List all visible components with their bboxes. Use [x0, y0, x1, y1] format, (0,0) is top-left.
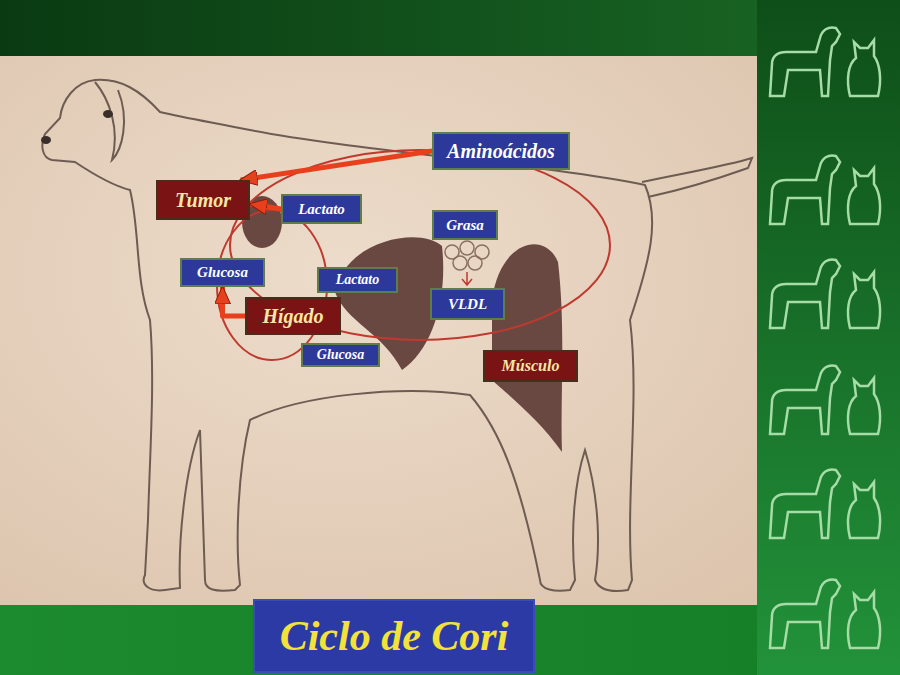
fat-droplet [453, 256, 467, 270]
pet-silhouette [770, 579, 880, 648]
flow-arrow [223, 287, 246, 316]
pet-silhouette [770, 469, 880, 538]
small-arrow [462, 272, 472, 285]
flow-arrow [250, 204, 281, 209]
pet-silhouette [770, 27, 880, 96]
box-label: Glucosa [317, 347, 364, 362]
metabolite-box: Glucosa [180, 258, 265, 287]
dog-tail [642, 158, 752, 197]
box-label: Lactato [336, 272, 380, 287]
photo-ground [0, 56, 757, 605]
pet-silhouette [770, 365, 880, 434]
pet-silhouette [770, 259, 880, 328]
dog-drawing [41, 80, 752, 591]
organ-box: Hígado [245, 297, 341, 335]
fat-droplet [468, 256, 482, 270]
metabolite-box: Aminoácidos [432, 132, 570, 170]
circulation-loop [230, 150, 610, 340]
dog-eye [103, 110, 113, 118]
pet-silhouette [770, 155, 880, 224]
metabolite-box: VLDL [430, 288, 505, 320]
box-label: VLDL [448, 296, 487, 313]
organ-box: Tumor [156, 180, 250, 220]
fat-droplet [460, 241, 474, 255]
dog-outline [42, 80, 652, 591]
title-text: Ciclo de Cori [280, 613, 509, 659]
box-label: Grasa [446, 217, 484, 234]
metabolite-box: Lactato [317, 267, 398, 293]
metabolite-box: Grasa [432, 210, 498, 240]
metabolite-box: Glucosa [301, 343, 380, 367]
box-label: Aminoácidos [447, 140, 555, 162]
box-label: Hígado [262, 305, 323, 327]
box-label: Glucosa [197, 264, 248, 281]
box-label: Lactato [298, 201, 345, 218]
dog-nose [41, 136, 51, 144]
organ-box: Músculo [483, 350, 578, 382]
metabolite-box: Lactato [281, 194, 362, 224]
box-label: Músculo [502, 357, 560, 375]
dog-ear [95, 82, 124, 160]
box-label: Tumor [175, 189, 231, 211]
slide-title: Ciclo de Cori [253, 599, 535, 673]
side-band [757, 0, 900, 675]
flow-arrow [241, 151, 432, 180]
muscle-organ [492, 244, 562, 452]
